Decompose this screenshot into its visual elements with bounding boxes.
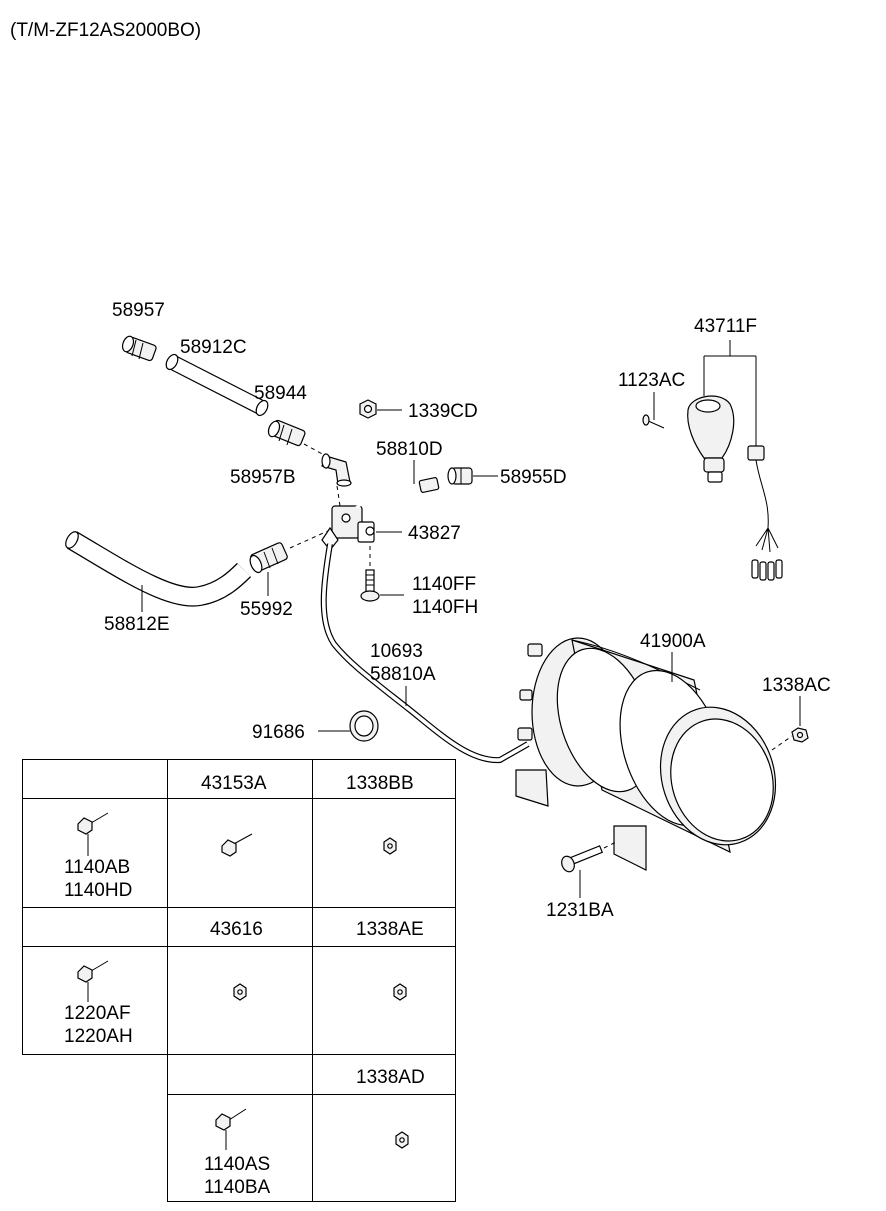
table-nut-1338bb-drawing	[383, 837, 397, 855]
elbow-58957b-drawing	[321, 453, 352, 487]
callout-43827: 43827	[408, 523, 461, 544]
shift-knob-43711f-drawing	[687, 395, 783, 581]
callout-91686: 91686	[252, 722, 305, 743]
nut-1338ac-drawing	[791, 727, 809, 743]
table-header-1338ad: 1338AD	[356, 1067, 425, 1088]
fitting-58957-drawing	[121, 335, 157, 362]
valve-43827-drawing	[321, 505, 375, 551]
assembly-line	[336, 485, 341, 507]
callout-58957b: 58957B	[230, 467, 296, 488]
callout-58944: 58944	[254, 383, 307, 404]
table-cell-1140ba: 1140BA	[204, 1177, 271, 1198]
table-cell-1140hd: 1140HD	[64, 880, 132, 901]
table-header-43153a: 43153A	[201, 773, 267, 794]
callout-58810d: 58810D	[376, 439, 443, 460]
callout-55992: 55992	[240, 599, 293, 620]
table-cell-1220ah: 1220AH	[64, 1026, 133, 1047]
assembly-line	[771, 735, 793, 751]
fitting-55992-drawing	[249, 542, 288, 574]
o-ring-91686-drawing	[349, 710, 379, 742]
callout-1231ba: 1231BA	[546, 900, 614, 921]
callout-43711f: 43711F	[694, 316, 757, 337]
assembly-line	[603, 841, 617, 849]
bolt-1231ba-drawing	[561, 845, 604, 873]
table-cell-1140ab: 1140AB	[64, 857, 130, 878]
table-nut-1338ad-drawing	[395, 1131, 409, 1149]
hose-58912c-drawing	[165, 353, 269, 417]
table-cell-1220af: 1220AF	[64, 1003, 131, 1024]
table-header-43616: 43616	[210, 919, 263, 940]
callout-1140ff: 1140FF	[412, 574, 476, 595]
callout-1140fh: 1140FH	[412, 597, 478, 618]
fastener-table	[22, 759, 456, 1202]
air-tank-41900a-drawing	[515, 637, 777, 871]
callout-58957: 58957	[112, 300, 165, 321]
table-bolt-1140ab-drawing	[77, 812, 109, 856]
table-cell-1140as: 1140AS	[204, 1154, 270, 1175]
bolt-1140ff-drawing	[360, 569, 380, 602]
table-bolt-43153a-drawing	[221, 833, 253, 857]
pipe-58810a-drawing	[320, 543, 530, 764]
callout-58912c: 58912C	[180, 337, 247, 358]
fitting-58955d-drawing	[447, 467, 473, 485]
callout-58810a: 58810A	[370, 664, 436, 685]
leader-line	[703, 340, 757, 446]
callout-1338ac: 1338AC	[762, 675, 831, 696]
assembly-line	[303, 443, 327, 457]
table-nut-43616-drawing	[233, 983, 247, 1001]
table-header-1338bb: 1338BB	[346, 773, 414, 794]
callout-58955d: 58955D	[500, 467, 567, 488]
nut-1339cd-drawing	[359, 399, 377, 419]
table-header-1338ae: 1338AE	[356, 919, 424, 940]
callout-1123ac: 1123AC	[618, 370, 685, 391]
callout-10693: 10693	[370, 641, 423, 662]
callout-1339cd: 1339CD	[408, 401, 478, 422]
table-nut-1338ae-drawing	[393, 983, 407, 1001]
hose-58812e-drawing	[65, 531, 252, 607]
fitting-58944-drawing	[267, 419, 306, 447]
pipe-58810d-drawing	[355, 477, 440, 510]
callout-58812e: 58812E	[104, 614, 170, 635]
callout-41900a: 41900A	[640, 631, 706, 652]
screw-1123ac-drawing	[642, 414, 665, 429]
diagram-title: (T/M-ZF12AS2000BO)	[10, 20, 201, 41]
table-bolt-1220af-drawing	[77, 960, 109, 1002]
table-bolt-1140as-drawing	[215, 1108, 247, 1150]
